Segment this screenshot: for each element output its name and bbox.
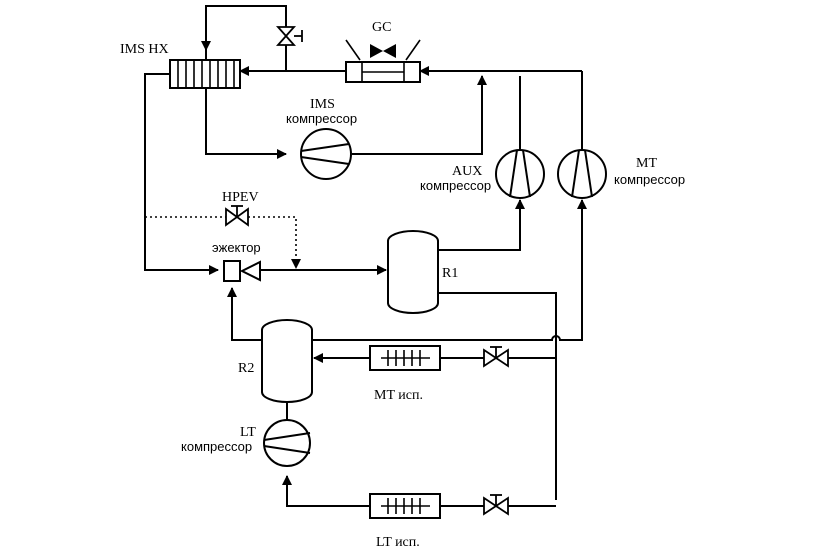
top-bypass-valve (275, 26, 303, 46)
ims-heat-exchanger (169, 59, 241, 89)
mt-compressor-label: MT (636, 156, 657, 171)
ims-compressor-label: IMS (310, 97, 335, 112)
ejector (223, 260, 261, 282)
hpev-valve (225, 205, 249, 227)
ims-compressor (300, 128, 352, 180)
aux-compressor-sub: компрессор (420, 178, 491, 193)
mt-compressor-sub: компрессор (614, 172, 685, 187)
ims-compressor-sub: компрессор (286, 111, 357, 126)
mt-evaporator (369, 345, 441, 371)
fan-icon (370, 44, 396, 58)
mt-expansion-valve (483, 346, 509, 368)
mt-evaporator-label: MT исп. (374, 388, 423, 403)
lt-evaporator (369, 493, 441, 519)
r2-label: R2 (238, 361, 254, 376)
gc-label: GC (372, 20, 391, 35)
ims-hx-label: IMS HX (120, 42, 169, 57)
hpev-label: HPEV (222, 190, 259, 205)
lt-expansion-valve (483, 494, 509, 516)
lt-evaporator-label: LT исп. (376, 535, 420, 550)
lt-compressor (263, 419, 311, 467)
r1-label: R1 (442, 266, 458, 281)
ejector-label: эжектор (212, 240, 261, 255)
aux-compressor-label: AUX (452, 164, 482, 179)
lt-compressor-sub: компрессор (181, 439, 252, 454)
receiver-r1 (387, 230, 439, 314)
mt-compressor (557, 149, 607, 199)
gas-cooler (345, 39, 421, 83)
lt-compressor-label: LT (240, 425, 256, 440)
aux-compressor (495, 149, 545, 199)
receiver-r2 (261, 319, 313, 403)
pipework (144, 5, 587, 507)
